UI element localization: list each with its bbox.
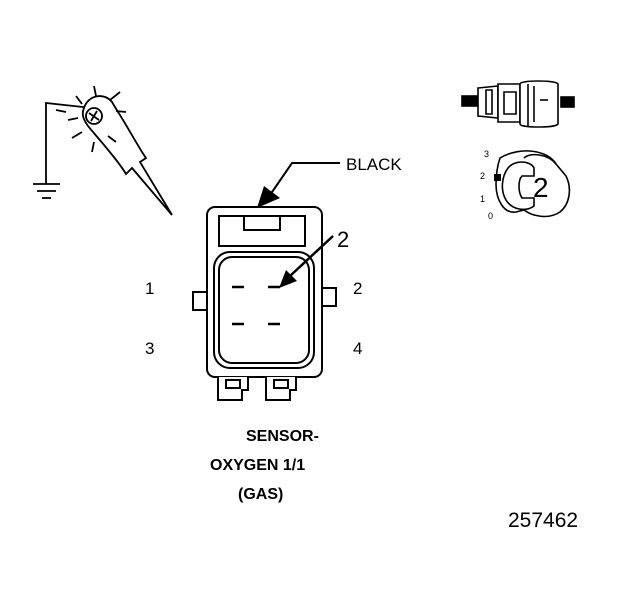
callout-number: 2	[337, 227, 350, 252]
pin-label-1: 1	[145, 279, 155, 298]
gauge-terminal-label: 2	[533, 172, 549, 203]
pin-label-4: 4	[353, 339, 363, 358]
figure-number: 257462	[508, 509, 579, 532]
gauge-scale-0: 0	[488, 211, 494, 221]
connector-title-line-2: OXYGEN 1/1	[210, 457, 306, 474]
connector-title-line-1: SENSOR-	[246, 428, 319, 445]
gauge-scale-1: 1	[480, 194, 486, 204]
gauge-scale-3: 3	[484, 149, 490, 159]
gauge-scale-2: 2	[480, 171, 486, 181]
connector-title-line-3: (GAS)	[238, 486, 284, 503]
wire-color-label: BLACK	[346, 155, 402, 174]
pin-label-3: 3	[145, 339, 155, 358]
pin-label-2: 2	[353, 279, 363, 298]
